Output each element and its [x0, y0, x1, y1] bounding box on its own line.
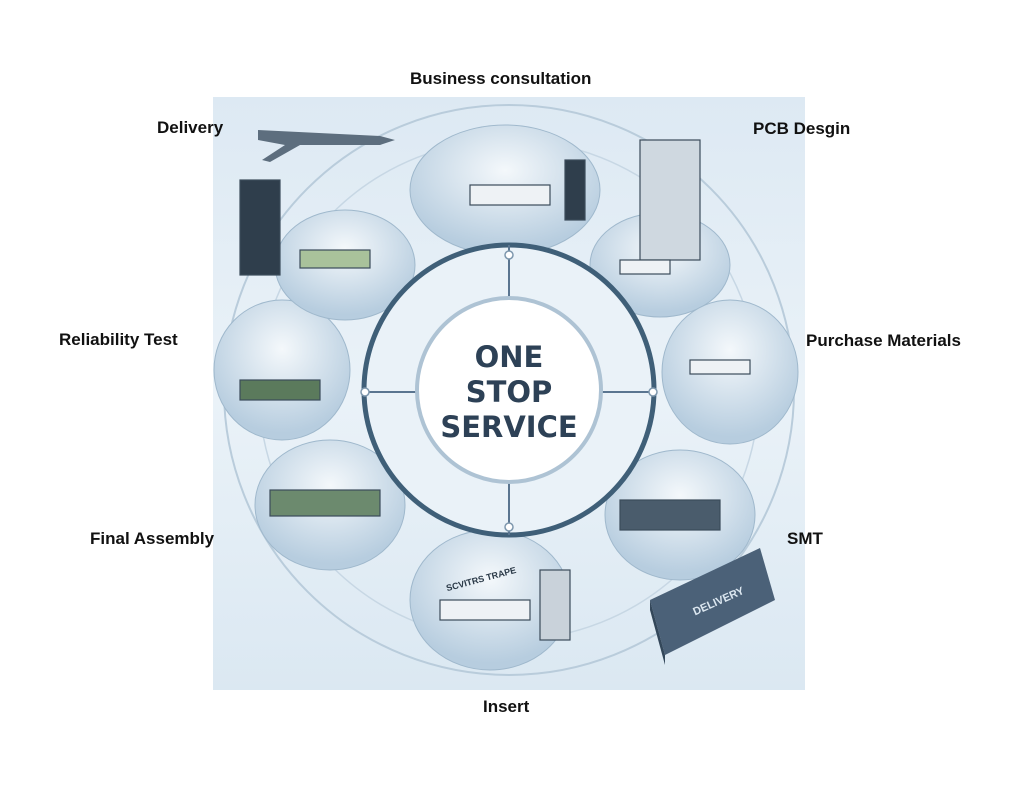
label-business-consultation: Business consultation [410, 69, 592, 88]
one-stop-service-title: ONE STOP SERVICE [409, 340, 609, 445]
station-domes [213, 124, 799, 671]
label-reliability-test: Reliability Test [59, 330, 178, 349]
label-delivery: Delivery [157, 118, 224, 137]
label-smt: SMT [787, 529, 823, 548]
center-line-1: ONE [474, 340, 544, 374]
label-pcb-design: PCB Desgin [753, 119, 851, 138]
label-final-assembly: Final Assembly [90, 529, 215, 548]
center-line-2: STOP [465, 375, 553, 409]
dome-reliability [213, 299, 351, 441]
airplane-icon [258, 130, 395, 162]
center-inner-circle [415, 296, 603, 484]
delivery-truck: DELIVERY [650, 548, 775, 665]
label-purchase-materials: Purchase Materials [806, 331, 961, 350]
center-line-3: SERVICE [440, 410, 578, 444]
label-insert: Insert [483, 697, 530, 716]
